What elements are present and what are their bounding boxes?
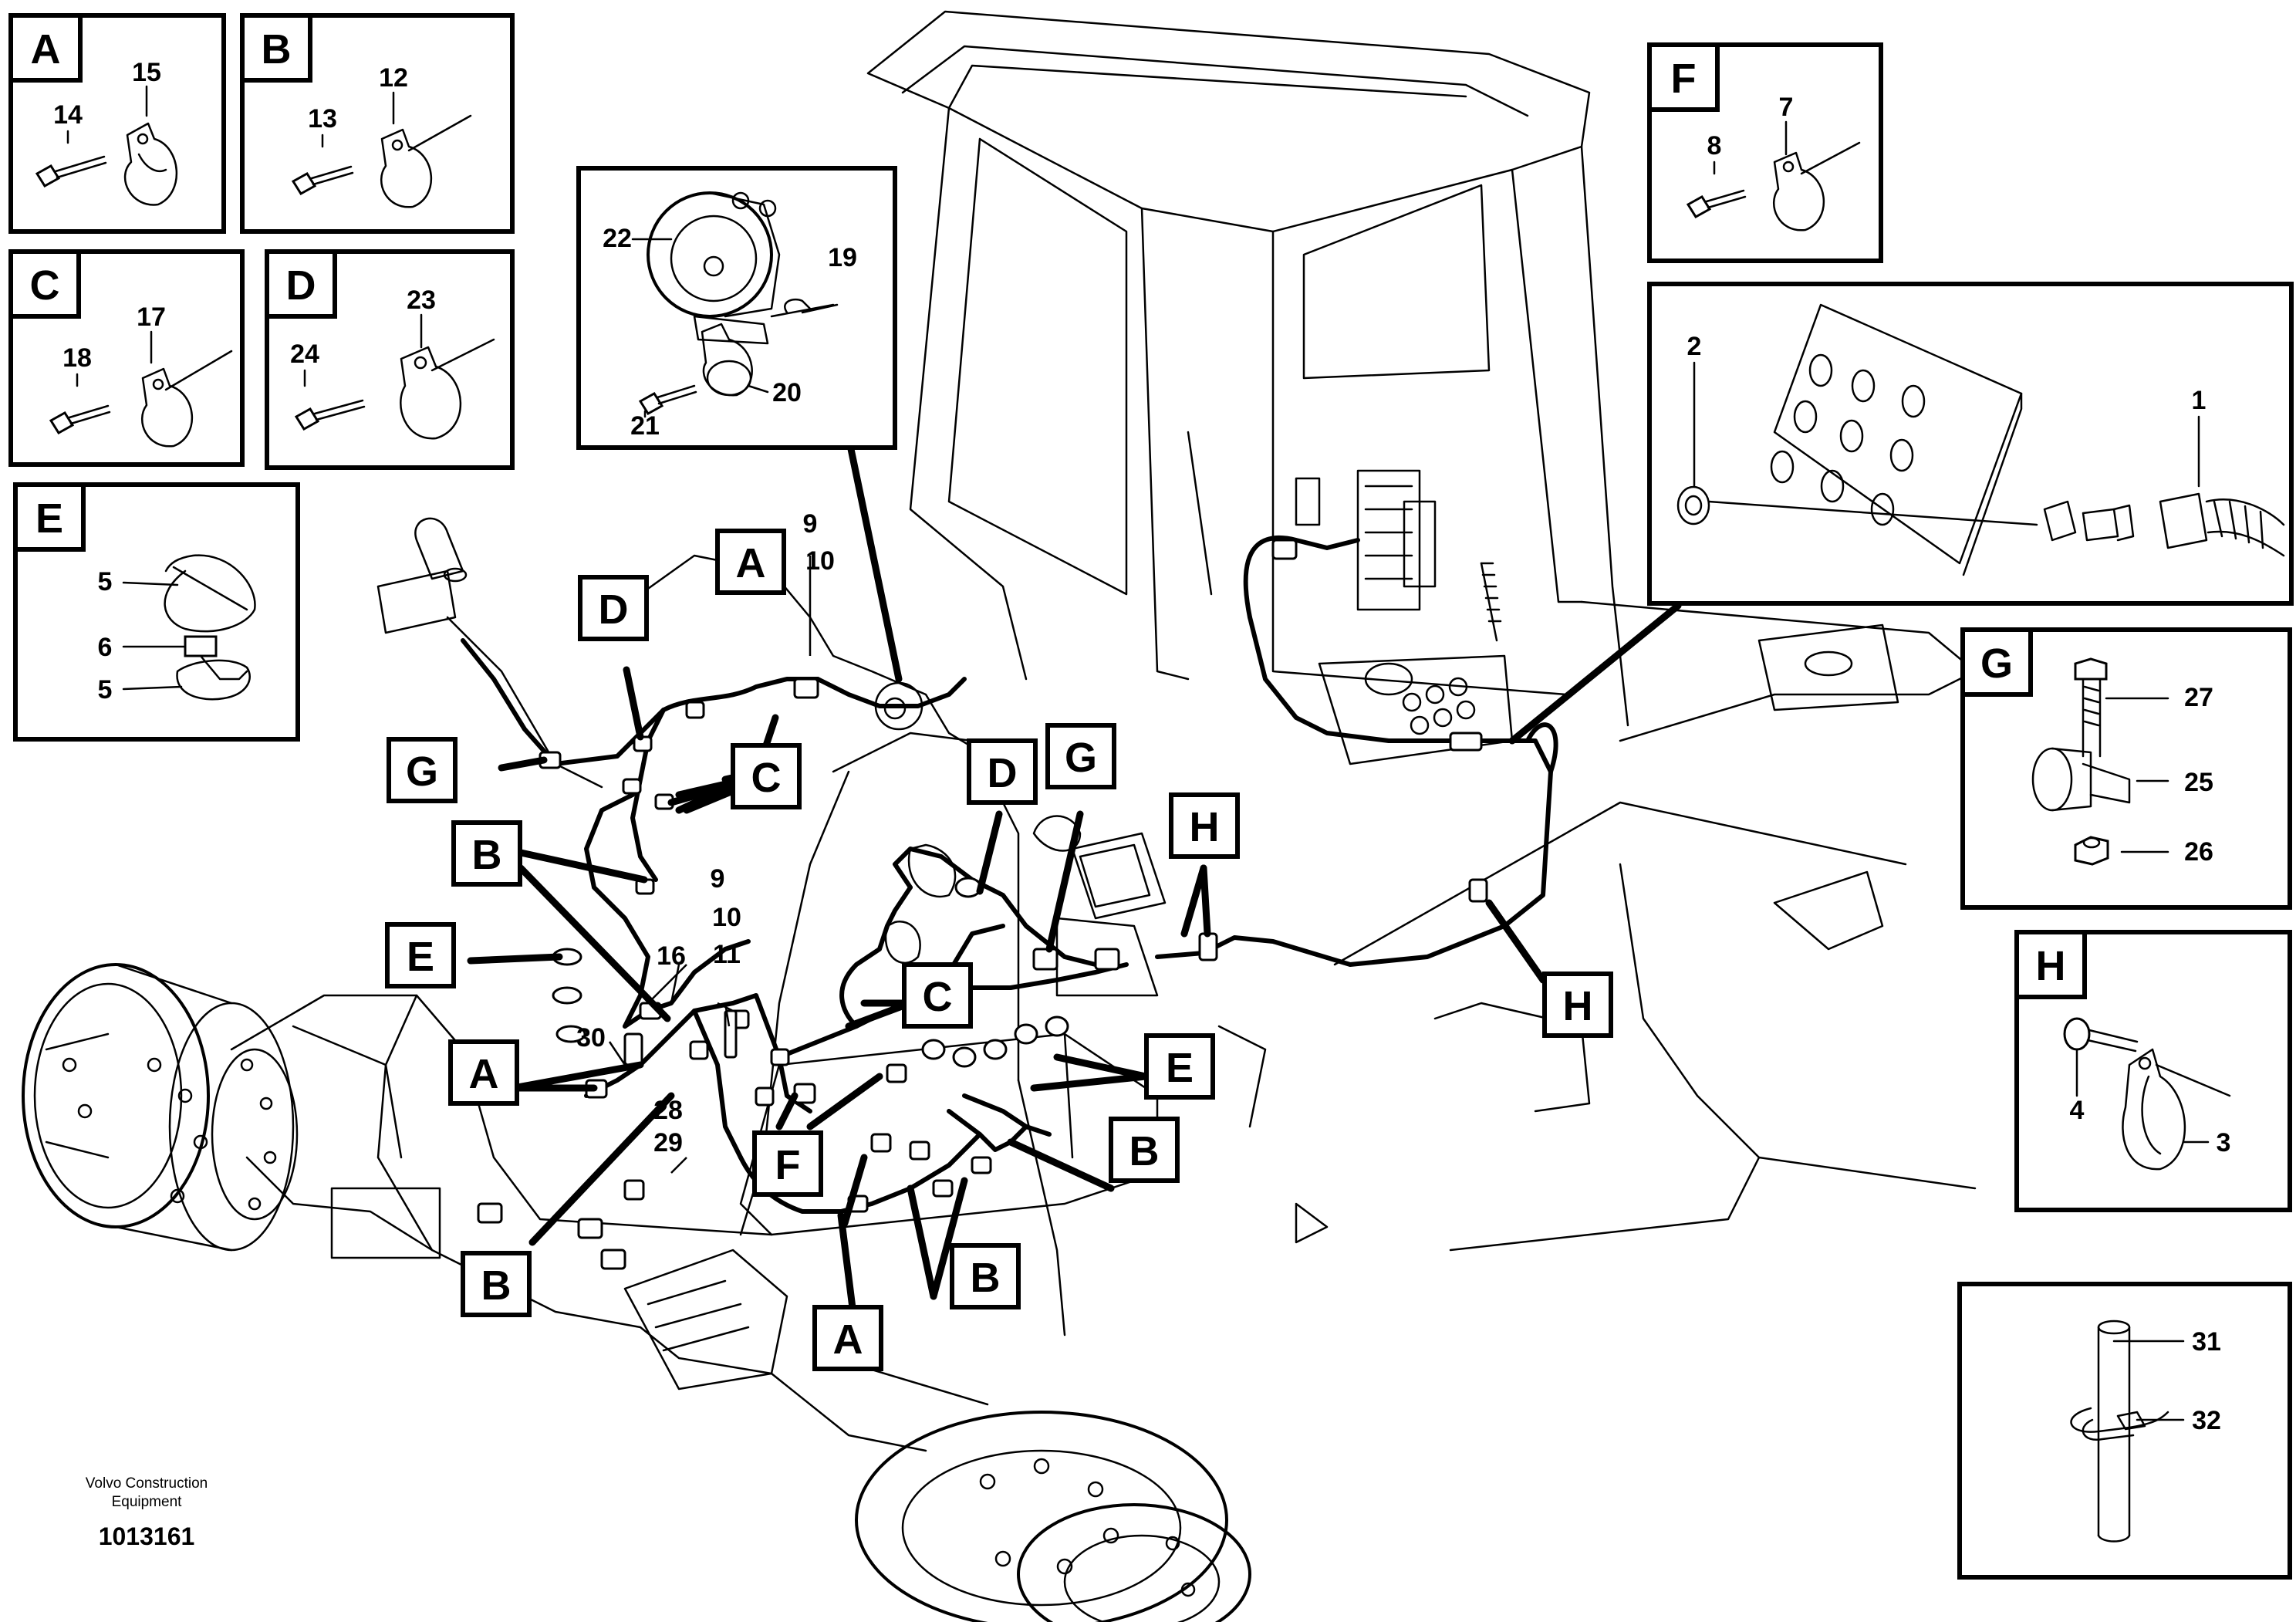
callout-letter: D: [599, 586, 629, 633]
part-number: 31: [2192, 1327, 2221, 1357]
part-number: 18: [62, 343, 92, 373]
detail-panel-e: E 5 6 5: [13, 482, 300, 742]
part-number: 16: [657, 941, 686, 971]
callout-tags: A D G C B E A B D G H C E F F B B: [385, 529, 1613, 1371]
part-number: 9: [803, 509, 818, 539]
part-number: 24: [290, 340, 319, 369]
part-number: 10: [712, 903, 741, 932]
part-number: 14: [53, 100, 83, 130]
part-number: 11: [713, 940, 741, 969]
detail-panel-g: G 27 25 26: [1960, 627, 2292, 910]
part-number: 8: [1707, 131, 1722, 161]
part-number: 12: [379, 63, 408, 93]
footer: Volvo Construction Equipment 1013161: [86, 1475, 208, 1550]
detail-panel-f: F 8 7: [1647, 42, 1883, 263]
detail-panel-c: C 18 17: [8, 249, 245, 467]
part-number: 1: [2192, 386, 2207, 415]
part-number: 2: [1687, 332, 1702, 361]
callout-letter: B: [1129, 1128, 1160, 1174]
part-number: 9: [711, 864, 725, 894]
company-name-line1: Volvo Construction: [86, 1475, 208, 1492]
company-name-line2: Equipment: [112, 1494, 183, 1510]
callout-letter: A: [469, 1051, 499, 1097]
callout-letter: B: [481, 1262, 512, 1309]
callout-letter: H: [1563, 983, 1593, 1029]
callout-letter: C: [923, 974, 953, 1020]
part-number: 10: [805, 546, 835, 576]
part-number: 15: [132, 58, 161, 87]
part-number: 7: [1779, 93, 1794, 122]
part-number: 6: [98, 633, 113, 662]
part-number: 28: [653, 1096, 683, 1125]
panel-letter: C: [30, 262, 60, 309]
callout-letter: G: [406, 748, 438, 795]
callout-letter: F: [775, 1142, 801, 1188]
callout-letter: G: [1065, 735, 1097, 781]
callout-letter: E: [1166, 1045, 1194, 1091]
detail-panel-d: D 24 23: [265, 249, 515, 470]
panel-letter: B: [262, 26, 292, 73]
harness-clips: [477, 539, 1488, 1270]
panel-letter: D: [286, 262, 316, 309]
detail-panel-connector: 2 1: [1647, 282, 2294, 606]
panel-letter: G: [1980, 640, 2013, 687]
part-number: 5: [98, 567, 113, 596]
callout-letter: D: [988, 750, 1018, 796]
detail-panel-tie: 31 32: [1957, 1282, 2292, 1580]
part-number: 17: [137, 302, 166, 332]
part-number: 5: [98, 675, 113, 705]
part-number: 3: [2217, 1128, 2231, 1157]
detail-panel-a: A 14 15: [8, 13, 226, 234]
part-number: 4: [2070, 1096, 2085, 1125]
part-number: 26: [2184, 837, 2213, 867]
detail-panel-b: B 13 12: [240, 13, 515, 234]
callout-letter: A: [833, 1316, 863, 1363]
part-number: 22: [603, 224, 632, 253]
part-number: 29: [653, 1128, 683, 1157]
part-number: 13: [308, 104, 337, 133]
callout-letter: E: [407, 934, 434, 980]
callout-numbers: 9 10 9 10 11 16 30 28 29: [576, 509, 835, 1157]
panel-letter: E: [35, 495, 63, 542]
detail-panel-horn: 22 19 21 20: [576, 166, 897, 450]
part-number: 25: [2184, 768, 2213, 797]
callout-letter: H: [1190, 804, 1220, 850]
part-number: 20: [772, 378, 802, 407]
document-number: 1013161: [99, 1522, 195, 1550]
panel-letter: H: [2036, 943, 2066, 989]
detail-panel-h: H 4 3: [2014, 930, 2292, 1212]
callout-letter: B: [971, 1255, 1001, 1301]
panel-letter: A: [31, 26, 61, 73]
part-number: 32: [2192, 1406, 2221, 1435]
part-number: 30: [576, 1023, 606, 1053]
panel-letter: F: [1671, 56, 1697, 102]
part-number: 19: [828, 243, 857, 272]
callout-letter: C: [751, 755, 782, 801]
part-number: 27: [2184, 683, 2213, 712]
callout-letter: B: [472, 832, 502, 878]
part-number: 23: [407, 286, 436, 315]
callout-letter: A: [736, 540, 766, 586]
